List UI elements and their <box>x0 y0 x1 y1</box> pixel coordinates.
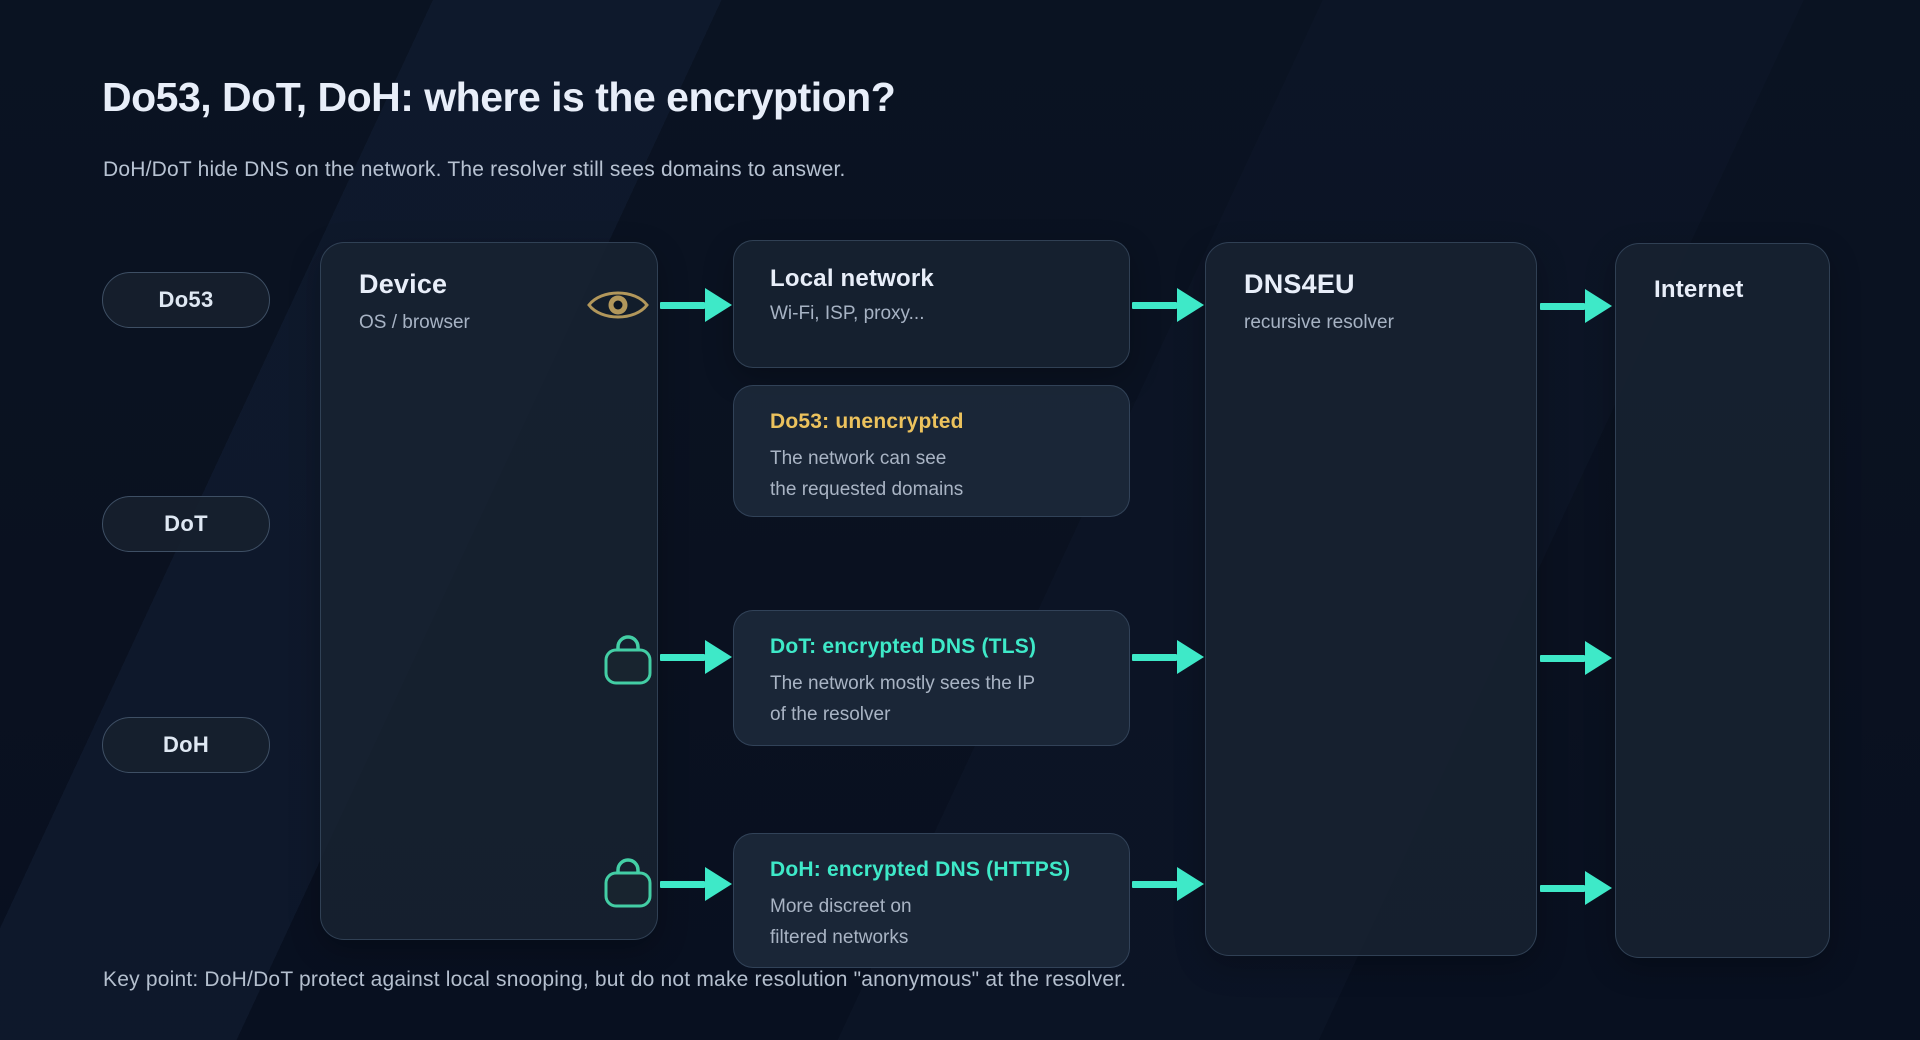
arrow-shaft <box>660 653 705 661</box>
arrow-shaft <box>1540 884 1585 892</box>
pill-dot-label: DoT <box>164 511 208 536</box>
internet-title: Internet <box>1654 276 1744 303</box>
arrow-shaft <box>1132 880 1177 888</box>
flow-card-do53-line1: The network can see <box>770 448 947 469</box>
device-title: Device <box>359 269 448 299</box>
resolver-subtitle: recursive resolver <box>1244 312 1394 333</box>
flow-card-do53: Do53: unencrypted The network can see th… <box>733 385 1130 517</box>
arrow-head-icon <box>1177 867 1204 901</box>
flow-arrow-device-to-network <box>660 288 732 322</box>
pill-do53-label: Do53 <box>158 287 214 312</box>
lock-icon <box>600 629 656 685</box>
flow-card-do53-body: The network can see the requested domain… <box>770 443 1093 505</box>
flow-arrow-dot-to-resolver <box>1132 640 1204 674</box>
pill-dot: DoT <box>102 496 270 552</box>
flow-arrow-doh-to-resolver <box>1132 867 1204 901</box>
resolver-title: DNS4EU <box>1244 269 1355 299</box>
arrow-shaft <box>1540 302 1585 310</box>
local-network-title: Local network <box>770 265 934 292</box>
flow-arrow-device-to-doh-card <box>660 867 732 901</box>
local-network-subtitle: Wi-Fi, ISP, proxy... <box>770 303 925 324</box>
flow-arrow-device-to-dot-card <box>660 640 732 674</box>
flow-arrow-resolver-to-internet <box>1540 289 1612 323</box>
page-subtitle: DoH/DoT hide DNS on the network. The res… <box>103 158 846 181</box>
flow-card-dot-line1: The network mostly sees the IP <box>770 673 1036 694</box>
flow-card-do53-line2: the requested domains <box>770 479 964 500</box>
arrow-head-icon <box>1177 288 1204 322</box>
arrow-head-icon <box>1177 640 1204 674</box>
key-point-note: Key point: DoH/DoT protect against local… <box>103 968 1127 991</box>
flow-arrow-resolver-to-internet <box>1540 641 1612 675</box>
arrow-head-icon <box>705 640 732 674</box>
arrow-head-icon <box>1585 641 1612 675</box>
arrow-shaft <box>1132 301 1177 309</box>
arrow-shaft <box>1540 654 1585 662</box>
local-network-node: Local network Wi-Fi, ISP, proxy... <box>733 240 1130 368</box>
lock-icon <box>600 852 656 908</box>
flow-card-do53-title: Do53: unencrypted <box>770 410 964 433</box>
arrow-head-icon <box>1585 289 1612 323</box>
flow-card-doh-line1: More discreet on <box>770 896 912 917</box>
flow-card-doh-title: DoH: encrypted DNS (HTTPS) <box>770 858 1071 881</box>
device-node: Device OS / browser <box>320 242 658 940</box>
flow-arrow-resolver-to-internet <box>1540 871 1612 905</box>
flow-card-dot: DoT: encrypted DNS (TLS) The network mos… <box>733 610 1130 746</box>
flow-card-dot-body: The network mostly sees the IP of the re… <box>770 668 1093 730</box>
pill-doh: DoH <box>102 717 270 773</box>
eye-icon <box>586 284 650 326</box>
internet-node: Internet <box>1615 243 1830 958</box>
page-title: Do53, DoT, DoH: where is the encryption? <box>102 74 896 120</box>
resolver-node: DNS4EU recursive resolver <box>1205 242 1537 956</box>
flow-card-doh-line2: filtered networks <box>770 927 909 948</box>
flow-card-doh-body: More discreet on filtered networks <box>770 891 1093 953</box>
arrow-head-icon <box>1585 871 1612 905</box>
flow-arrow-network-to-resolver <box>1132 288 1204 322</box>
arrow-head-icon <box>705 867 732 901</box>
pill-do53: Do53 <box>102 272 270 328</box>
device-subtitle: OS / browser <box>359 312 470 333</box>
arrow-shaft <box>660 301 705 309</box>
flow-card-dot-line2: of the resolver <box>770 704 891 725</box>
pill-doh-label: DoH <box>162 732 210 757</box>
flow-card-doh: DoH: encrypted DNS (HTTPS) More discreet… <box>733 833 1130 968</box>
arrow-shaft <box>1132 653 1177 661</box>
arrow-head-icon <box>705 288 732 322</box>
arrow-shaft <box>660 880 705 888</box>
flow-card-dot-title: DoT: encrypted DNS (TLS) <box>770 635 1037 658</box>
